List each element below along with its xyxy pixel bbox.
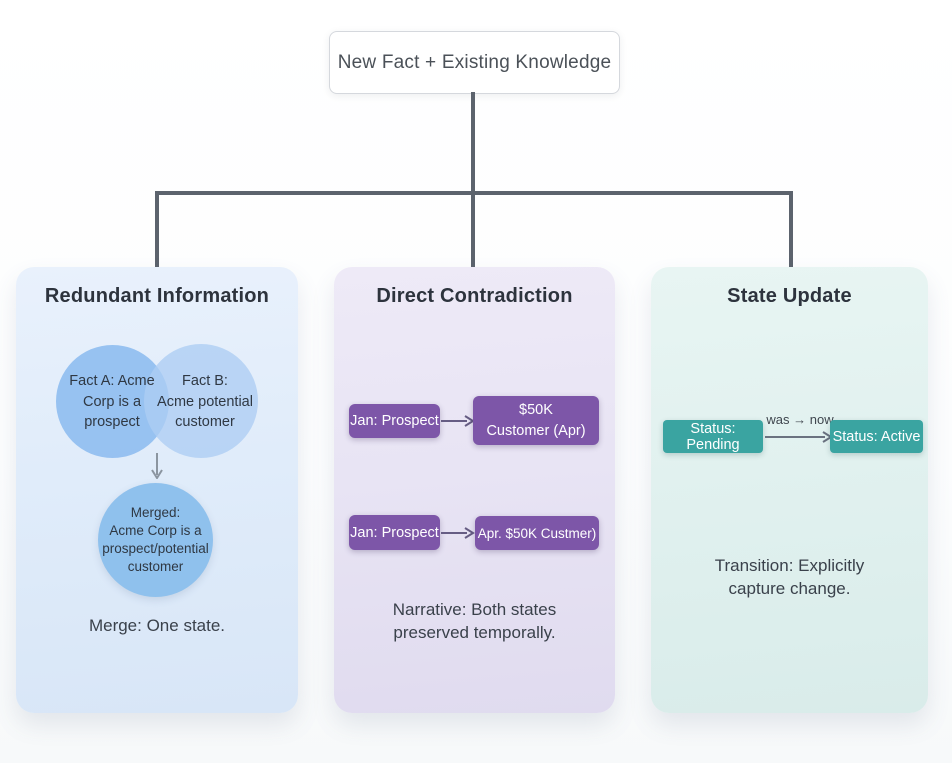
contradiction-caption: Narrative: Both states preserved tempora…	[392, 600, 557, 642]
panel-state-update: State Update Status: Pending was → now S…	[651, 267, 928, 713]
merge-down-arrow-icon	[151, 453, 163, 479]
contradiction-row1-to-box: $50K Customer (Apr)	[473, 396, 599, 445]
right-arrow-icon	[441, 527, 475, 539]
state-to-box: Status: Active	[830, 420, 923, 453]
right-arrow-icon	[441, 415, 475, 427]
merged-circle: Merged: Acme Corp is a prospect/potentia…	[98, 483, 213, 597]
panel-redundant-information: Redundant Information Fact A: Acme Corp …	[16, 267, 298, 713]
root-node: New Fact + Existing Knowledge	[329, 31, 620, 94]
redundant-caption: Merge: One state.	[88, 616, 226, 635]
contradiction-row2-to-box: Apr. $50K Custmer)	[475, 516, 599, 550]
root-node-label: New Fact + Existing Knowledge	[337, 51, 612, 73]
state-caption: Transition: Explicitly capture change.	[714, 556, 865, 598]
contradiction-row2-from-box: Jan: Prospect	[349, 515, 440, 550]
panel-title: Redundant Information	[44, 285, 270, 307]
connector-horizontal-bar	[155, 191, 793, 195]
connector-vertical-middle	[471, 195, 475, 269]
panel-title: State Update	[727, 285, 852, 307]
state-arrow-label: was → now	[766, 412, 834, 427]
fact-b-label: Fact B: Acme potential customer	[157, 373, 253, 431]
contradiction-row1-from-box: Jan: Prospect	[349, 404, 440, 438]
connector-vertical-left	[155, 191, 159, 269]
panel-title: Direct Contradiction	[376, 285, 573, 307]
connector-vertical-right	[789, 191, 793, 269]
right-arrow-icon	[765, 431, 833, 443]
state-from-box: Status: Pending	[663, 420, 763, 453]
connector-vertical-top	[471, 92, 475, 195]
venn-circle-fact-b	[144, 344, 258, 458]
fact-a-label: Fact A: Acme Corp is a prospect	[69, 373, 155, 431]
panel-direct-contradiction: Direct Contradiction Jan: Prospect $50K …	[334, 267, 615, 713]
